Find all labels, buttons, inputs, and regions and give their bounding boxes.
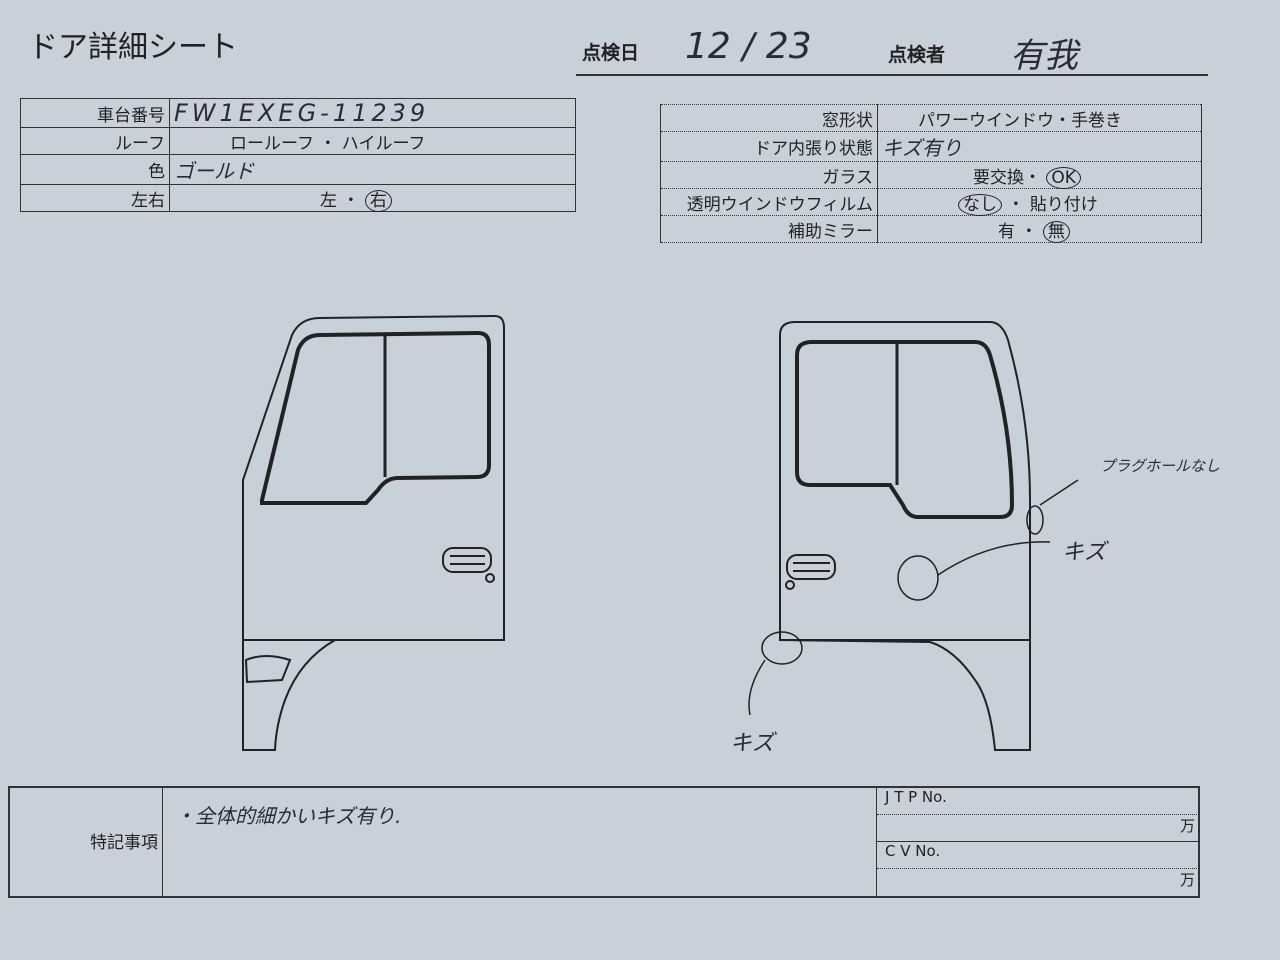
door-table: 窓形状パワーウインドウ・手巻き ドア内張り状態キズ有り ガラス要交換・ OK 透… bbox=[660, 104, 1202, 243]
trim-value[interactable]: キズ有り bbox=[877, 131, 1202, 162]
annotation-plug-hole: プラグホールなし bbox=[1100, 457, 1221, 475]
film-none-selected[interactable]: なし bbox=[958, 193, 1002, 216]
label-side: 左右 bbox=[20, 184, 170, 212]
date-label: 点検日 bbox=[582, 42, 640, 64]
inspector-label: 点検者 bbox=[888, 44, 946, 66]
right-door-drawing bbox=[748, 321, 1079, 751]
film-sep: ・ bbox=[1007, 194, 1025, 215]
chassis-number[interactable]: FW1EXEG-11239 bbox=[169, 98, 576, 128]
annotation-scratch-right: キズ bbox=[1062, 540, 1107, 565]
side-sep: ・ bbox=[342, 190, 360, 211]
glass-replace[interactable]: 要交換・ bbox=[973, 167, 1041, 188]
cv-field[interactable]: 万 bbox=[877, 869, 1199, 895]
remarks-value[interactable]: ・全体的細かいキズ有り. bbox=[175, 804, 402, 828]
cv-label: C V No. bbox=[877, 842, 1199, 869]
side-right-selected[interactable]: 右 bbox=[364, 189, 392, 212]
label-window: 窓形状 bbox=[660, 104, 878, 132]
jtp-label: J T P No. bbox=[877, 788, 1199, 815]
damage-markings bbox=[748, 479, 1079, 716]
side-left[interactable]: 左 bbox=[320, 190, 337, 211]
label-mirror: 補助ミラー bbox=[660, 215, 878, 243]
remarks-label: 特記事項 bbox=[90, 833, 158, 853]
page-title: ドア詳細シート bbox=[28, 30, 238, 65]
mirror-no-selected[interactable]: 無 bbox=[1042, 220, 1070, 243]
annotation-scratch-bottom: キズ bbox=[730, 731, 775, 756]
left-door-drawing bbox=[242, 314, 505, 751]
mirror-sep: ・ bbox=[1020, 221, 1038, 242]
glass-ok-selected[interactable]: OK bbox=[1046, 166, 1081, 189]
mirror-yes[interactable]: 有 bbox=[998, 221, 1015, 242]
remarks-box: 特記事項 ・全体的細かいキズ有り. J T P No. 万 C V No. 万 bbox=[8, 786, 1200, 898]
label-glass: ガラス bbox=[660, 161, 878, 189]
label-roof: ルーフ bbox=[20, 127, 170, 155]
roof-options[interactable]: ロールーフ ・ ハイルーフ bbox=[169, 127, 576, 155]
cv-unit: 万 bbox=[1179, 871, 1195, 889]
jtp-field[interactable]: 万 bbox=[877, 815, 1199, 842]
date-value[interactable]: 12 / 23 bbox=[685, 26, 812, 67]
window-options[interactable]: パワーウインドウ・手巻き bbox=[877, 104, 1202, 132]
inspector-value[interactable]: 有我 bbox=[1010, 36, 1078, 76]
label-trim: ドア内張り状態 bbox=[660, 131, 878, 162]
header-underline bbox=[576, 74, 1208, 76]
film-applied[interactable]: 貼り付け bbox=[1029, 194, 1098, 215]
jtp-unit: 万 bbox=[1179, 817, 1195, 835]
